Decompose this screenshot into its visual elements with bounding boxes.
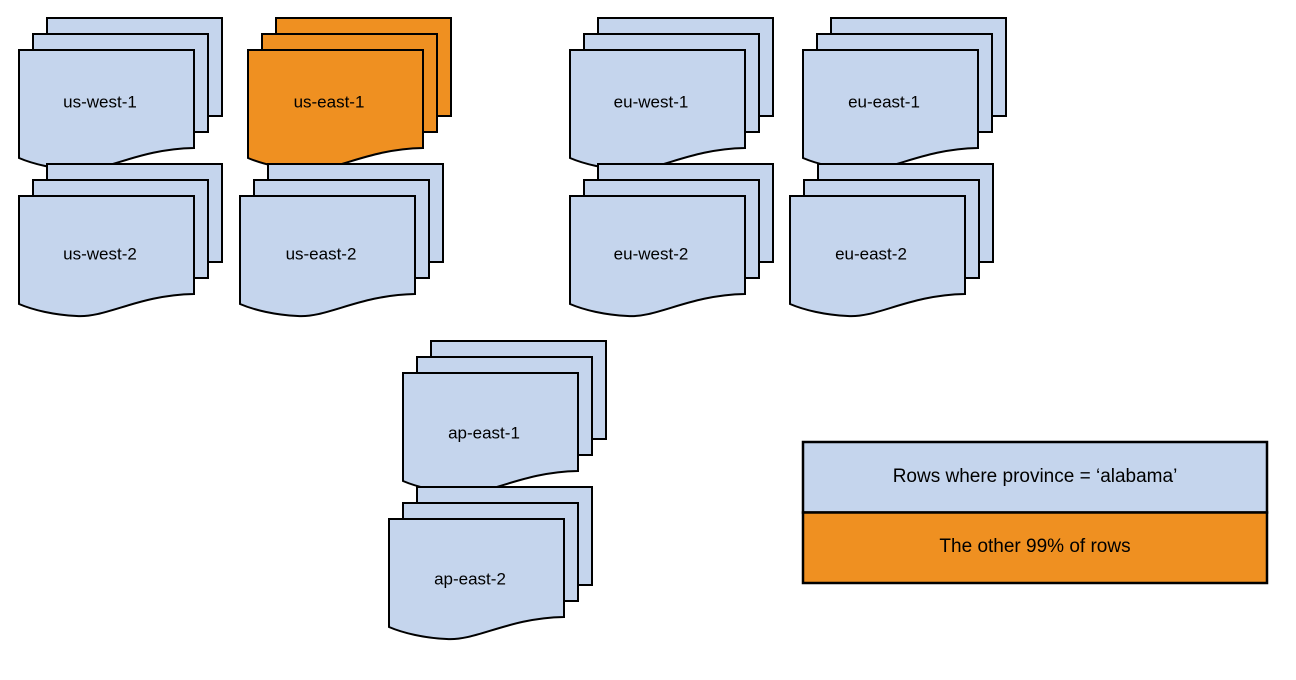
legend: Rows where province = ‘alabama’ The other…	[801, 440, 1269, 585]
stack-front-sheet	[18, 195, 195, 318]
stack-label: ap-east-2	[434, 569, 506, 588]
stack-label: eu-west-1	[614, 92, 689, 111]
stack-front-sheet	[388, 518, 565, 641]
document-stack-ap-east-1[interactable]: ap-east-1	[402, 340, 607, 495]
legend-label: The other 99% of rows	[939, 536, 1130, 557]
legend-swatch	[801, 440, 1269, 514]
stack-label: us-west-1	[63, 92, 137, 111]
legend-label: Rows where province = ‘alabama’	[893, 466, 1178, 487]
document-stack-eu-west-1[interactable]: eu-west-1	[569, 17, 774, 172]
document-stack-us-east-2[interactable]: us-east-2	[239, 163, 444, 318]
stacks-layer: us-west-1 us-east-1 eu-west-1 eu-east-1 us-w…	[18, 17, 1007, 641]
stack-label: ap-east-1	[448, 423, 520, 442]
stack-label: eu-east-2	[835, 244, 907, 263]
document-stack-eu-east-1[interactable]: eu-east-1	[802, 17, 1007, 172]
document-stack-us-east-1[interactable]: us-east-1	[247, 17, 452, 172]
document-stack-us-west-1[interactable]: us-west-1	[18, 17, 223, 172]
legend-swatch	[801, 511, 1269, 585]
stack-front-sheet	[789, 195, 966, 318]
stack-label: us-west-2	[63, 244, 137, 263]
document-stack-us-west-2[interactable]: us-west-2	[18, 163, 223, 318]
stack-label: eu-east-1	[848, 92, 920, 111]
legend-rows-alabama: Rows where province = ‘alabama’	[801, 440, 1269, 514]
stack-front-sheet	[569, 195, 746, 318]
stack-label: us-east-1	[294, 92, 365, 111]
document-stack-eu-west-2[interactable]: eu-west-2	[569, 163, 774, 318]
stack-front-sheet	[239, 195, 416, 318]
stack-label: us-east-2	[286, 244, 357, 263]
document-stack-eu-east-2[interactable]: eu-east-2	[789, 163, 994, 318]
legend-other-rows: The other 99% of rows	[801, 511, 1269, 585]
stack-label: eu-west-2	[614, 244, 689, 263]
document-stack-ap-east-2[interactable]: ap-east-2	[388, 486, 593, 641]
